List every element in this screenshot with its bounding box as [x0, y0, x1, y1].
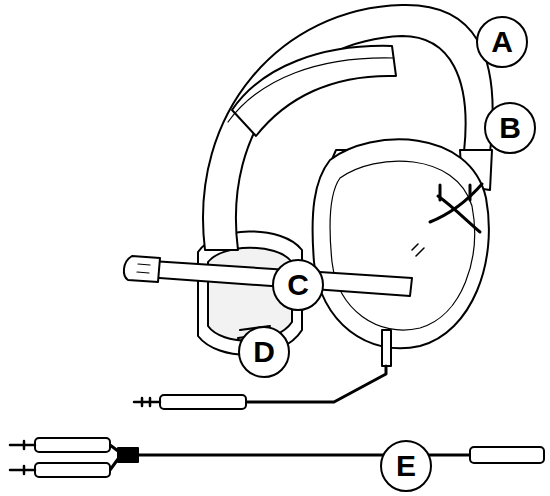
plug-pin — [10, 441, 35, 474]
mic-capsule — [124, 256, 160, 282]
callout-letter: C — [287, 270, 309, 300]
earcup-rim — [330, 161, 474, 330]
callout-letter-circle: B — [484, 102, 536, 154]
callout-letter-circle: C — [272, 259, 324, 311]
callout-letter-circle: D — [238, 326, 290, 378]
headband-cushion — [232, 46, 396, 136]
splitter-wires — [110, 445, 118, 470]
plug-body — [35, 438, 110, 452]
callout-letter: D — [253, 337, 275, 367]
splitter-block — [118, 448, 138, 462]
right-earcup — [313, 139, 489, 348]
callout-letter-circle: E — [380, 440, 432, 492]
cable-strain-relief — [382, 330, 391, 366]
plug-body — [160, 395, 246, 409]
hx-logo — [430, 184, 482, 232]
plug-pin — [134, 398, 160, 406]
mic-mute-mark — [412, 244, 424, 256]
mic-grille — [137, 264, 150, 273]
cushion-seam — [228, 58, 394, 122]
callout-letter: B — [499, 113, 521, 143]
female-jack — [470, 447, 544, 463]
callout-letter: E — [396, 451, 416, 481]
callout-letter-circle: A — [476, 16, 528, 68]
callout-letter: A — [491, 27, 513, 57]
plug-body — [35, 463, 110, 477]
